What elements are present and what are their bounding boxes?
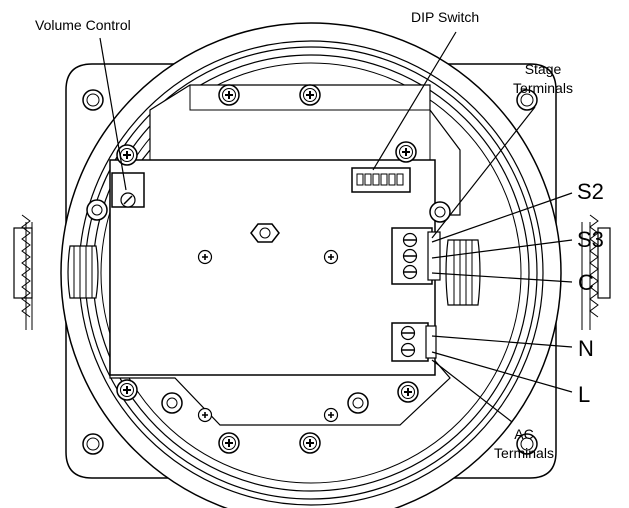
screw-bottom-left bbox=[218, 432, 240, 454]
label-n: N bbox=[578, 336, 594, 361]
standoff-bottom-left bbox=[161, 392, 183, 414]
corner-mount-hole-tl bbox=[82, 89, 104, 111]
board-screw-bottom-left bbox=[197, 407, 213, 423]
corner-mount-hole-bl bbox=[82, 433, 104, 455]
ac-terminal-block bbox=[391, 322, 437, 362]
left-knurled-hub bbox=[13, 214, 33, 330]
screw-bottom-right bbox=[299, 432, 321, 454]
label-ac-terminals-line2: Terminals bbox=[494, 445, 554, 461]
label-stage-terminals-line2: Terminals bbox=[513, 80, 573, 96]
corner-mount-hole-br bbox=[516, 433, 538, 455]
leader-ac-terminals bbox=[431, 359, 513, 423]
standoff-right bbox=[429, 201, 451, 223]
leader-s3 bbox=[431, 239, 573, 259]
board-screw-bottom-right bbox=[323, 407, 339, 423]
label-l: L bbox=[578, 382, 590, 407]
label-s3: S3 bbox=[577, 227, 604, 252]
board-screw-right bbox=[323, 249, 339, 265]
leader-s2 bbox=[431, 192, 573, 243]
label-ac-terminals-line1: AC bbox=[514, 426, 533, 442]
label-stage-terminals-line1: Stage bbox=[525, 61, 562, 77]
dip-switch bbox=[351, 167, 411, 193]
right-cable-gland bbox=[445, 239, 481, 306]
right-knurled-hub bbox=[581, 214, 611, 330]
corner-mount-hole-tr bbox=[516, 89, 538, 111]
leader-volume-control bbox=[99, 37, 127, 191]
label-c: C bbox=[578, 270, 594, 295]
housing-ring-inner bbox=[100, 62, 522, 484]
center-nut bbox=[250, 223, 280, 243]
screw-upper-right bbox=[395, 141, 417, 163]
screw-top-right bbox=[299, 84, 321, 106]
leader-dip-switch bbox=[372, 31, 457, 171]
screw-lower-left bbox=[116, 379, 138, 401]
leader-l bbox=[431, 351, 573, 393]
leader-n bbox=[431, 335, 573, 348]
leader-c bbox=[431, 272, 573, 283]
standoff-left bbox=[86, 199, 108, 221]
standoff-bottom-right bbox=[347, 392, 369, 414]
leader-stage-terminals bbox=[431, 106, 536, 239]
screw-top-left bbox=[218, 84, 240, 106]
label-volume-control: Volume Control bbox=[35, 17, 131, 33]
left-cable-gland bbox=[67, 245, 99, 299]
stage-terminal-block bbox=[391, 227, 441, 285]
board-screw-left bbox=[197, 249, 213, 265]
circuit-board bbox=[109, 159, 436, 376]
volume-control-pot bbox=[111, 172, 145, 208]
label-s2: S2 bbox=[577, 179, 604, 204]
label-dip-switch: DIP Switch bbox=[411, 9, 479, 25]
screw-lower-right bbox=[397, 381, 419, 403]
